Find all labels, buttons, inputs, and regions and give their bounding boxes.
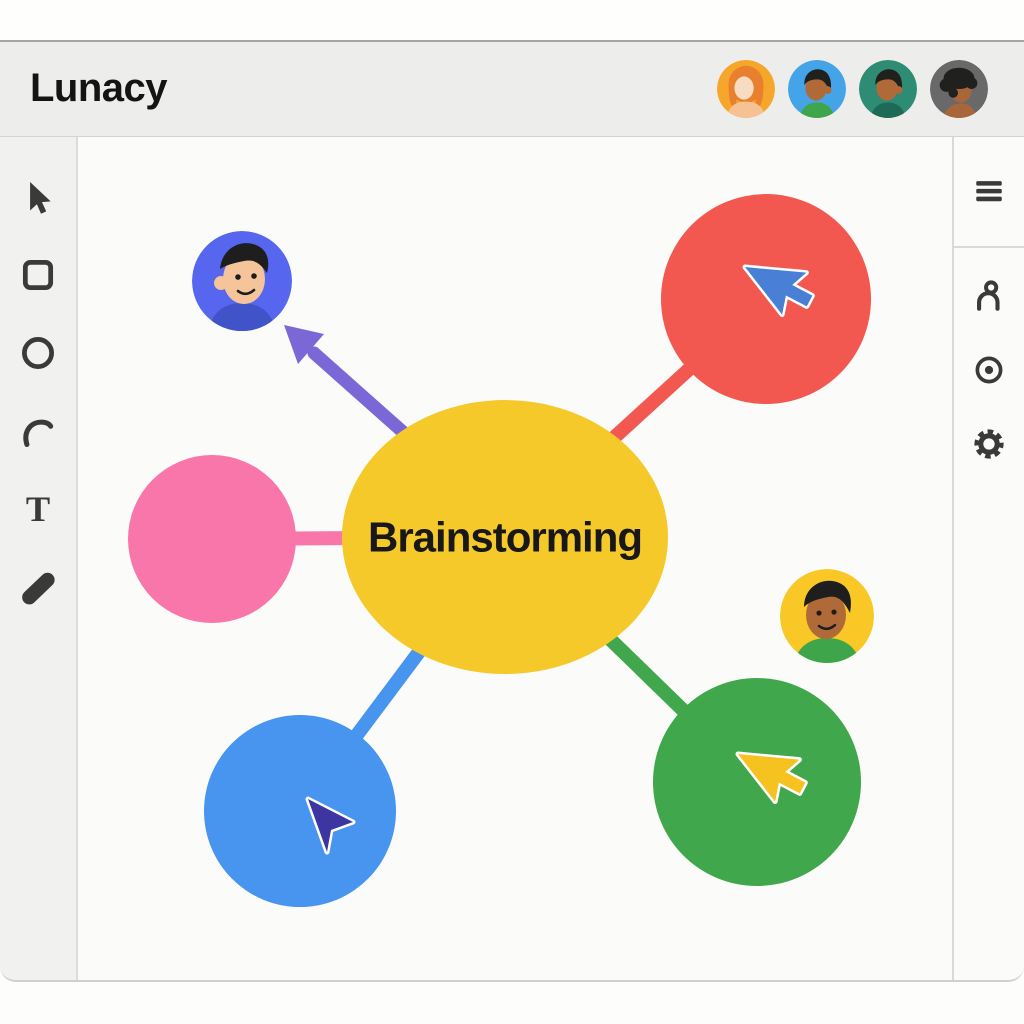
collaborators-button[interactable] — [969, 276, 1009, 316]
select-tool-button[interactable] — [18, 177, 58, 217]
app-title: Lunacy — [30, 66, 168, 111]
hamburger-icon — [976, 181, 1002, 202]
remote-cursor-navy — [305, 796, 356, 855]
svg-text:T: T — [26, 490, 50, 528]
target-button[interactable] — [969, 350, 1009, 390]
rectangle-tool-button[interactable] — [18, 255, 58, 295]
avatar-illustration — [930, 59, 988, 118]
cursor-icon — [30, 181, 51, 214]
avatar-illustration — [859, 59, 917, 118]
pencil-tool-button[interactable] — [18, 567, 58, 607]
pointer-arrow — [284, 324, 419, 447]
avatar-illustration — [717, 59, 775, 118]
right-sidebar — [952, 136, 1024, 980]
canvas-avatar-blue[interactable] — [192, 230, 292, 331]
window-bottom-strip — [0, 982, 1024, 1024]
main-area: T — [0, 136, 1024, 982]
window-top-strip — [0, 0, 1024, 40]
left-toolbar: T — [0, 136, 78, 980]
collaborator-avatar-group — [717, 59, 988, 118]
topbar: Lunacy — [0, 39, 1024, 137]
canvas-avatar-yellow[interactable] — [780, 568, 874, 663]
collaborator-avatar-2[interactable] — [788, 59, 846, 118]
text-icon: T — [26, 490, 50, 528]
rectangle-icon — [22, 259, 54, 290]
pencil-icon — [22, 572, 55, 605]
red-node[interactable] — [661, 193, 871, 404]
sidebar-tools-section — [954, 248, 1024, 464]
text-tool-button[interactable]: T — [18, 489, 58, 529]
menu-button[interactable] — [969, 171, 1009, 211]
gear-icon — [974, 429, 1004, 459]
pink-node[interactable] — [128, 454, 296, 623]
target-icon — [975, 356, 1003, 384]
blue-node[interactable] — [204, 714, 396, 907]
avatar-illustration — [788, 59, 846, 118]
remote-cursor-yellow — [735, 751, 808, 804]
center-node-label: Brainstorming — [368, 514, 642, 561]
pen-tool-button[interactable] — [18, 411, 58, 451]
remote-cursor-blue — [742, 264, 815, 317]
person-icon — [977, 280, 1000, 311]
pen-curve-icon — [23, 419, 54, 447]
design-canvas[interactable]: Brainstorming — [78, 136, 952, 980]
sidebar-menu-section — [954, 137, 1024, 248]
center-node[interactable] — [342, 399, 668, 674]
settings-button[interactable] — [969, 424, 1009, 464]
collaborator-avatar-3[interactable] — [859, 59, 917, 118]
collaborator-avatar-4[interactable] — [930, 59, 988, 118]
ellipse-tool-button[interactable] — [18, 333, 58, 373]
collaborator-avatar-1[interactable] — [717, 59, 775, 118]
ellipse-icon — [22, 336, 54, 369]
